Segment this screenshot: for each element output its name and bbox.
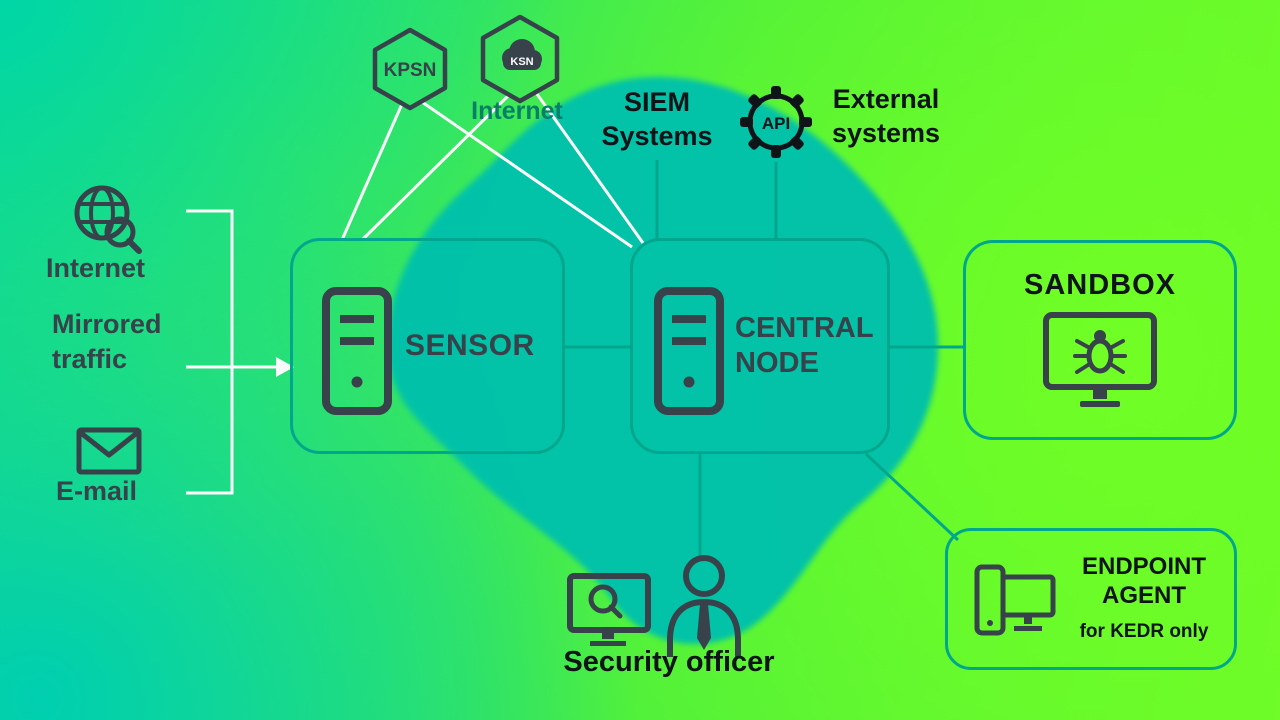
sensor-server-icon bbox=[322, 287, 392, 415]
external-systems-label: External systems bbox=[831, 84, 941, 148]
endpoint-agent-label: ENDPOINT AGENT bbox=[1081, 553, 1206, 609]
siem-systems-label: SIEM Systems bbox=[601, 87, 713, 151]
central-node-box: CENTRAL NODE bbox=[630, 238, 890, 454]
officer-monitor-search-icon bbox=[567, 573, 651, 646]
line-kpsn-to-central-node bbox=[421, 100, 633, 249]
line-ksn-to-central-node bbox=[535, 93, 645, 244]
line-ksn-to-sensor bbox=[360, 94, 510, 242]
sandbox-node-box: SANDBOX bbox=[963, 240, 1237, 440]
internet-globe-icon bbox=[74, 185, 142, 254]
email-label: E-mail bbox=[56, 476, 138, 506]
ksn-cloud-hexagon-icon: KSN bbox=[480, 14, 560, 104]
endpoint-agent-devices-icon bbox=[974, 564, 1056, 636]
kpsn-hexagon-icon: KPSN bbox=[372, 27, 448, 111]
sandbox-monitor-bug-icon bbox=[1043, 312, 1157, 407]
sandbox-label: SANDBOX bbox=[1023, 269, 1176, 301]
ksn-internet-label: Internet bbox=[471, 97, 563, 125]
email-envelope-icon bbox=[76, 427, 142, 475]
officer-person-icon bbox=[667, 555, 741, 657]
line-kpsn-to-sensor bbox=[340, 103, 404, 241]
endpoint-agent-sublabel: for KEDR only bbox=[1079, 620, 1209, 642]
security-officer-label: Security officer bbox=[563, 646, 775, 678]
mirrored-traffic-arrowhead bbox=[276, 357, 294, 377]
central-node-label: CENTRAL NODE bbox=[735, 312, 874, 379]
ksn-cloud-icon bbox=[502, 39, 542, 70]
sensor-node-box: SENSOR bbox=[290, 238, 565, 454]
ksn-label: KSN bbox=[510, 56, 533, 68]
endpoint-agent-node-box: ENDPOINT AGENT for KEDR only bbox=[945, 528, 1237, 670]
api-gear-icon: API bbox=[740, 86, 812, 158]
central-node-server-icon bbox=[654, 287, 724, 415]
kpsn-label: KPSN bbox=[384, 60, 437, 81]
endpoint-agent-text-block: ENDPOINT AGENT for KEDR only bbox=[1058, 553, 1230, 643]
api-label: API bbox=[762, 114, 790, 133]
sensor-label: SENSOR bbox=[405, 329, 535, 362]
left-bracket-line bbox=[186, 209, 234, 495]
mirrored-traffic-label: Mirrored traffic bbox=[52, 309, 162, 374]
blob-path bbox=[387, 76, 939, 644]
line-central-node-to-endpoint-agent bbox=[864, 452, 960, 542]
security-officer-icon bbox=[567, 555, 741, 657]
internet-label: Internet bbox=[46, 253, 146, 283]
